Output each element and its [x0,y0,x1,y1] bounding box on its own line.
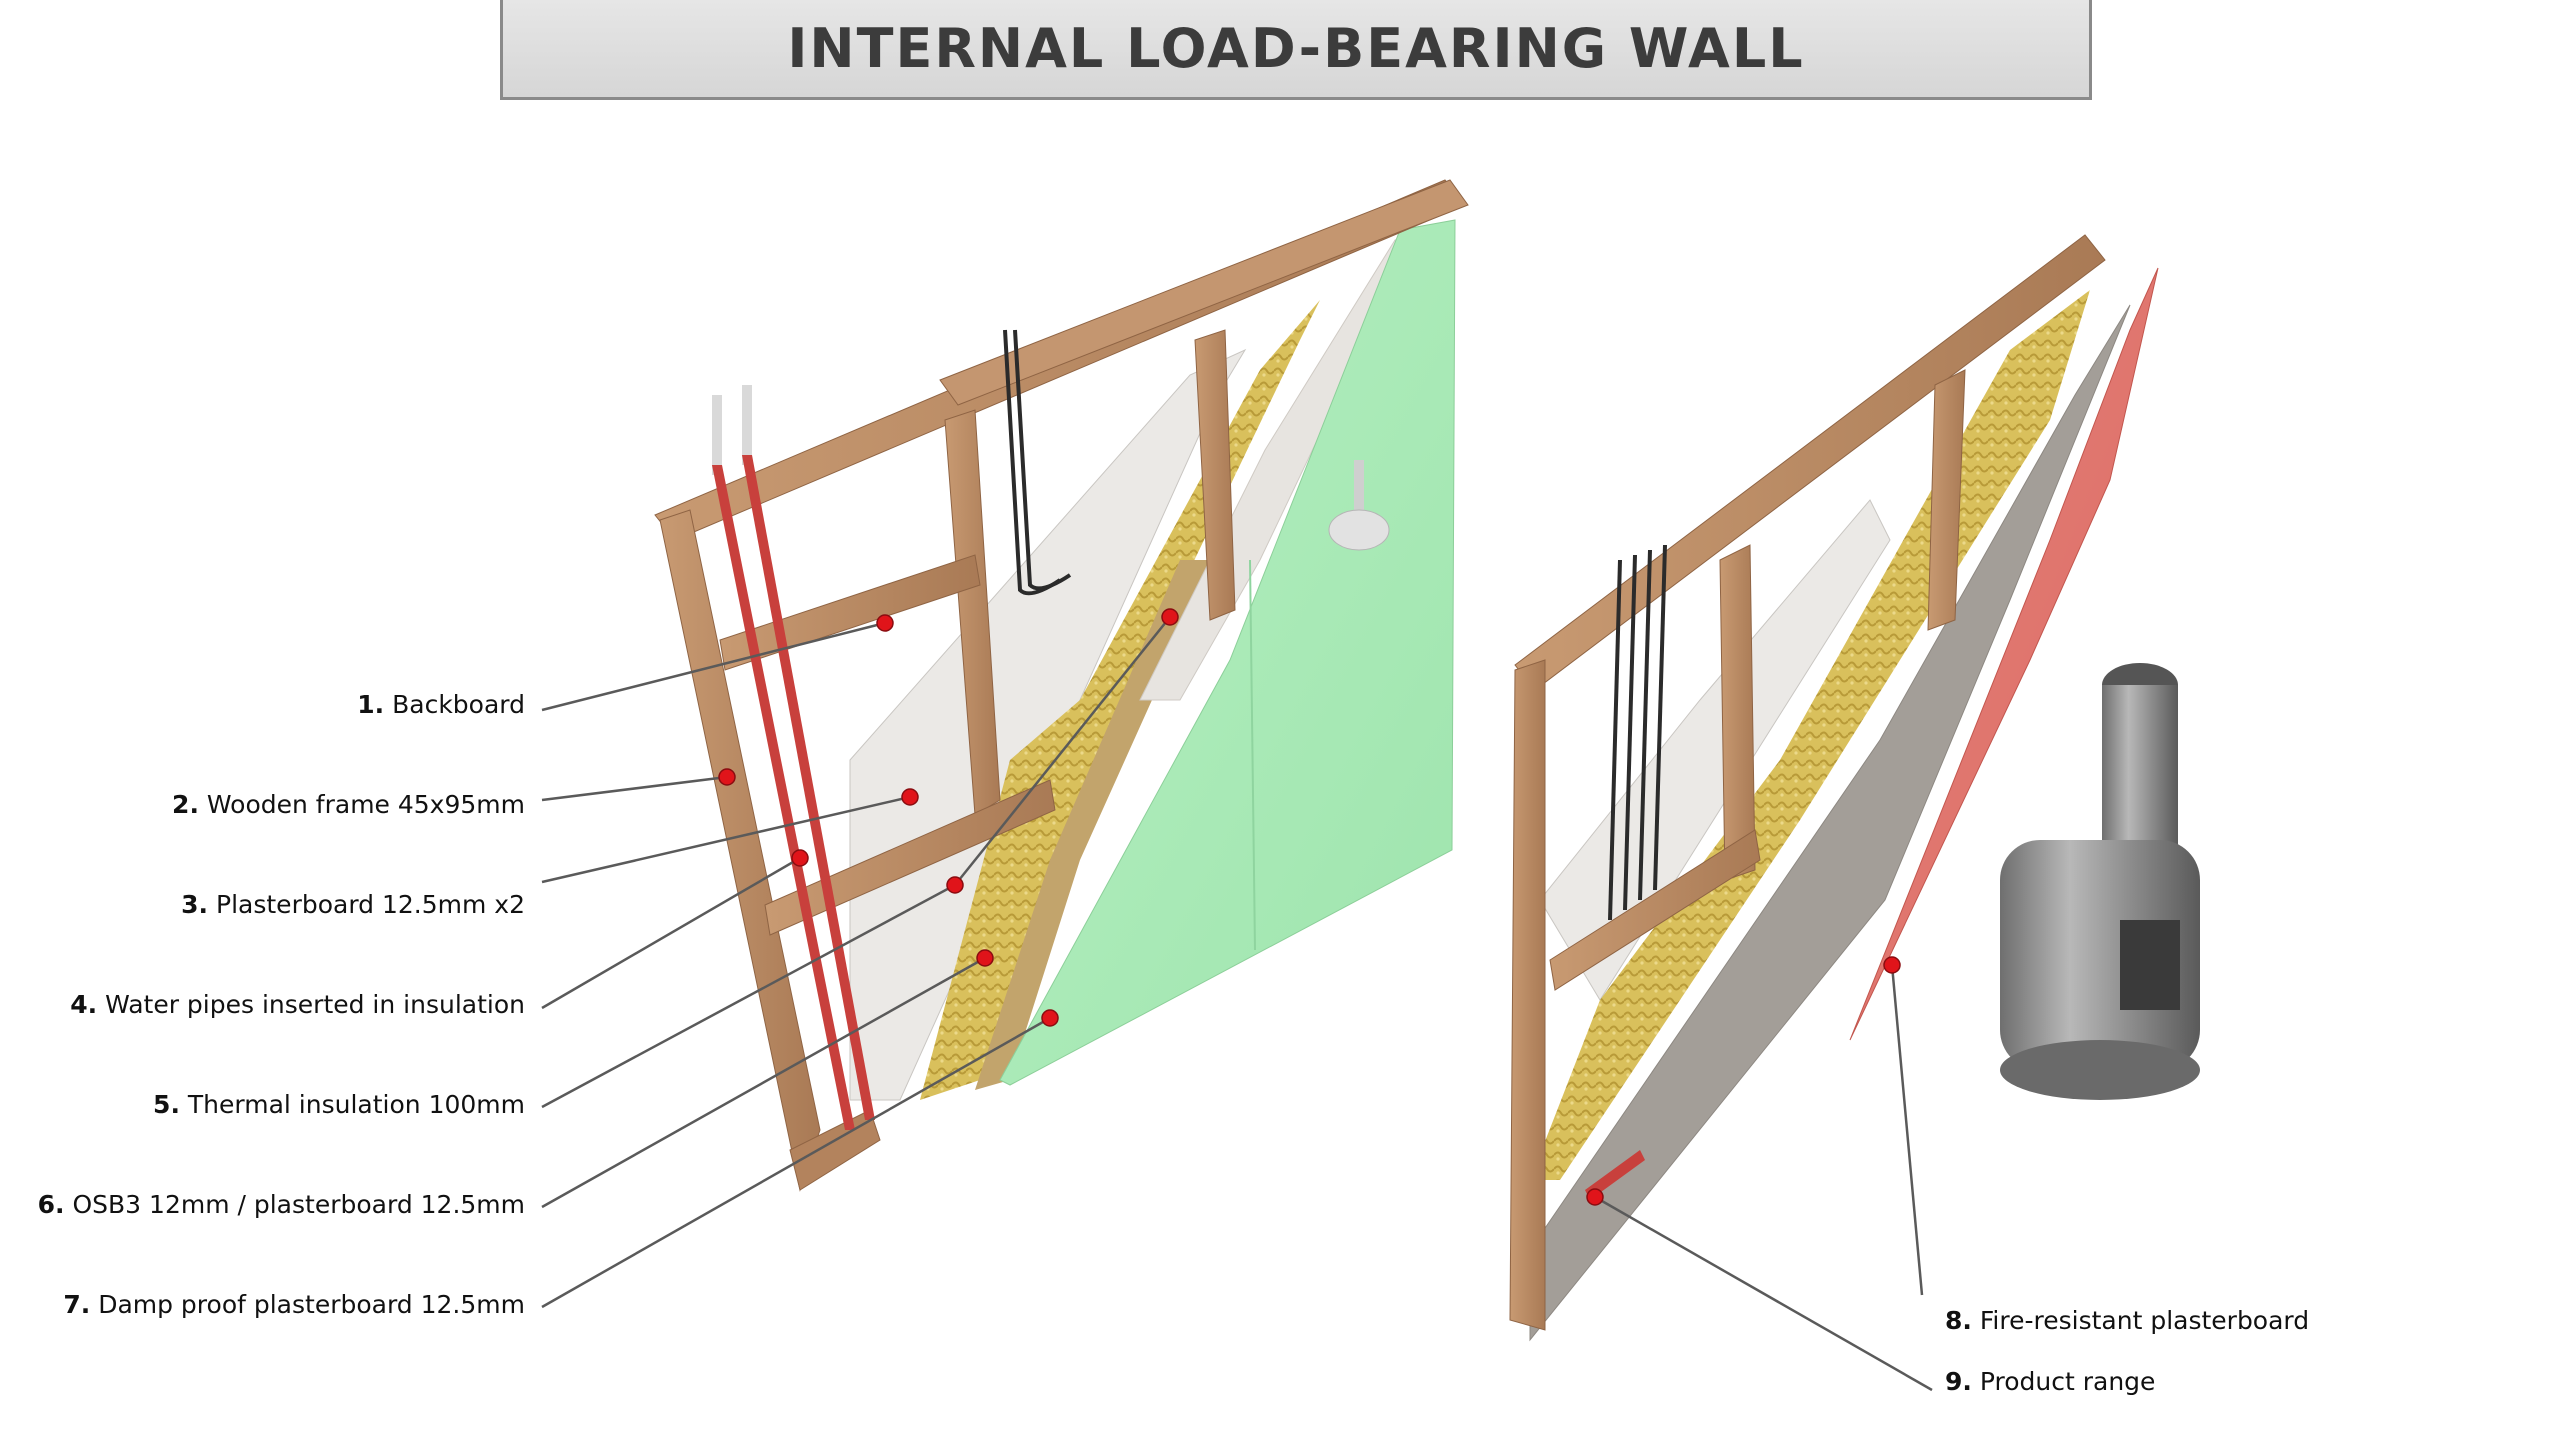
callout-label-osb: 6. OSB3 12mm / plasterboard 12.5mm [37,1190,525,1219]
water-pipes [712,385,875,1130]
leader-line-1 [541,621,886,712]
leader-line-9 [1594,1195,1933,1392]
callout-label-plasterboard: 3. Plasterboard 12.5mm x2 [181,890,525,919]
leader-line-5 [541,883,956,1109]
callout-label-wooden-frame: 2. Wooden frame 45x95mm [172,790,525,819]
leader-lines [541,616,1933,1392]
marker-6b [976,949,994,967]
callout-label-backboard: 1. Backboard [357,690,525,719]
left-wall-assembly [654,179,1469,1192]
marker-7 [1041,1009,1059,1027]
shower-head-icon [1328,460,1390,551]
left-frame-bottom-plate [789,1109,881,1191]
right-cables [1608,544,1667,921]
marker-5 [946,876,964,894]
cables [1003,329,1072,596]
marker-2 [718,768,736,786]
left-frame-stud [944,409,1001,816]
leader-line-8 [1890,964,1924,1296]
marker-8 [1883,956,1901,974]
right-fire-resistant-board [1849,267,2159,1041]
callout-label-damp-proof: 7. Damp proof plasterboard 12.5mm [63,1290,525,1319]
right-frame-noggin [1549,829,1761,991]
right-grey-plasterboard [1529,304,2131,1342]
page-title: INTERNAL LOAD-BEARING WALL [787,17,1805,80]
callout-markers [718,608,1901,1206]
leader-line-3 [541,795,911,884]
right-frame-stud [1719,544,1756,881]
left-frame-post [659,509,821,1192]
marker-3 [901,788,919,806]
left-damp-proof-board [999,219,1456,1086]
leader-line-2 [541,775,728,802]
marker-9 [1586,1188,1604,1206]
callout-label-water-pipes: 4. Water pipes inserted in insulation [70,990,525,1019]
callout-label-fire-resistant: 8. Fire-resistant plasterboard [1945,1306,2310,1335]
callout-label-product-range: 9. Product range [1945,1367,2156,1396]
product-bracket [1585,1150,1645,1200]
leader-line-7 [541,1016,1051,1309]
right-wall-assembly [1509,234,2200,1342]
title-banner: INTERNAL LOAD-BEARING WALL [500,0,2092,100]
right-frame-post [1509,659,1546,1331]
leader-line-6 [541,956,986,1209]
leader-line-4 [541,856,801,1010]
marker-6 [1161,608,1179,626]
chimney-flue-product [2000,663,2200,1100]
callout-label-thermal-insulation: 5. Thermal insulation 100mm [153,1090,525,1119]
marker-4 [791,849,809,867]
marker-1 [876,614,894,632]
